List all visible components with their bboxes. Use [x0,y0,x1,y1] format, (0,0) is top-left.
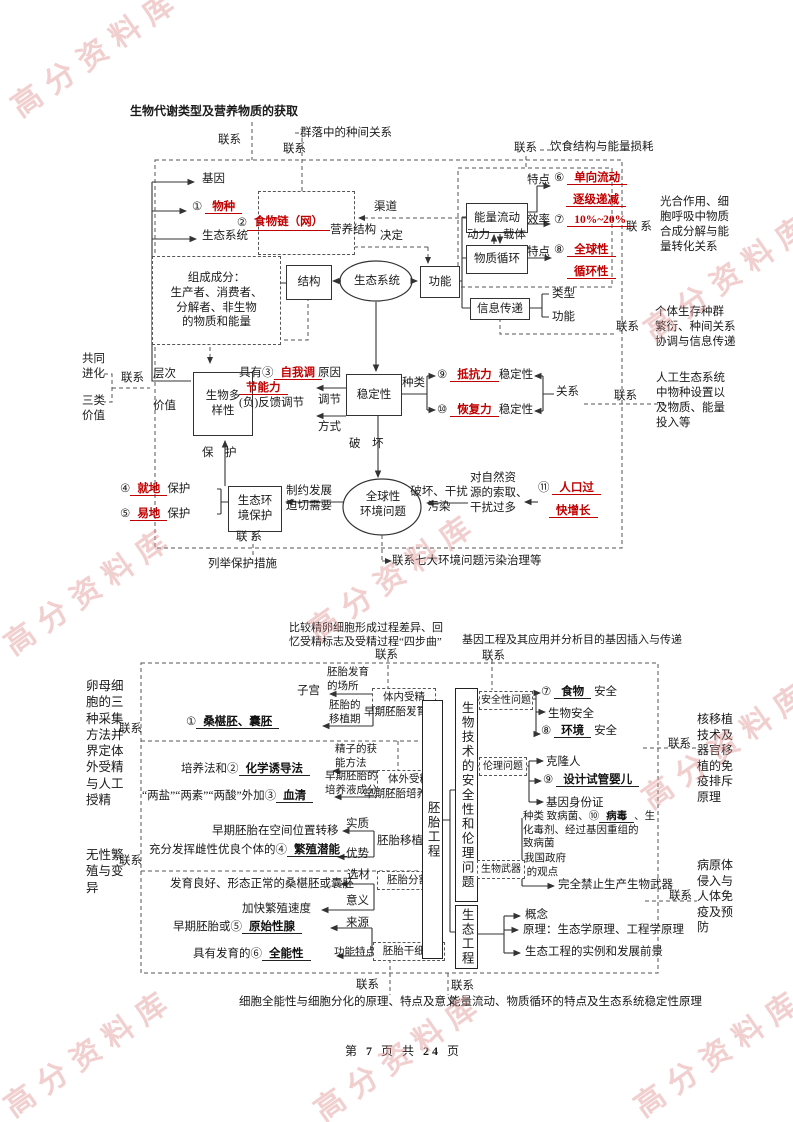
page-footer-text: 页 共 [375,1044,424,1058]
page-footer-text: 7 [366,1044,376,1058]
page-footer: 第 7 页 共 24 页 [345,1042,462,1059]
page-footer-text: 第 [345,1044,367,1058]
page-footer-text: 页 [441,1044,463,1058]
global-env-ellipse [342,478,422,536]
ecosystem-ellipse [339,260,413,302]
page-footer-text: 24 [423,1044,442,1058]
